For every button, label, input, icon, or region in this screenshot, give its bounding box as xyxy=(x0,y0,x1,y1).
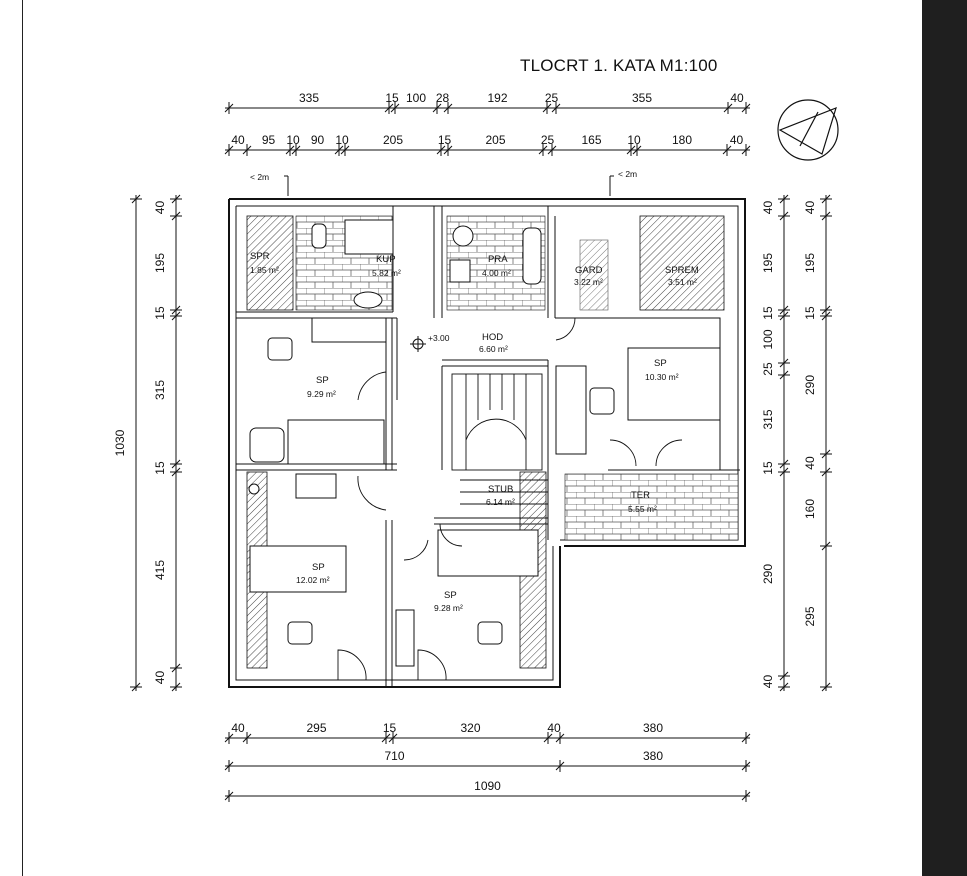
furniture xyxy=(267,337,615,645)
north-arrow-icon xyxy=(777,99,839,161)
dimension-label: 355 xyxy=(632,91,652,105)
fixtures xyxy=(248,219,721,667)
room-area: 12.02 m² xyxy=(296,575,330,585)
dimension-label: 15 xyxy=(385,91,399,105)
dimension-label: 100 xyxy=(406,91,426,105)
room-area: 3.51 m² xyxy=(668,277,697,287)
dimension-label: 40 xyxy=(761,201,775,215)
room-name: SP xyxy=(316,375,329,386)
dimension-label: 40 xyxy=(231,721,245,735)
room-area: 5.55 m² xyxy=(628,504,657,514)
dimension-label: 15 xyxy=(761,306,775,320)
dimension-label: 1090 xyxy=(474,779,501,793)
room-name: GARD xyxy=(575,265,603,276)
room-labels: SPR 1.85 m² KUP 5.82 m² PRA 4.00 m² GARD… xyxy=(250,251,699,613)
room-name: HOD xyxy=(482,332,503,343)
dimension-label: 100 xyxy=(761,329,775,349)
dimension-label: 192 xyxy=(487,91,507,105)
page-border xyxy=(22,0,23,876)
dimension-label: 40 xyxy=(761,675,775,689)
dimension-label: 165 xyxy=(581,133,601,147)
room-name: TER xyxy=(631,490,650,501)
dimension-label: 25 xyxy=(761,362,775,376)
dimension-label: 40 xyxy=(547,721,561,735)
dimension-label: 415 xyxy=(153,560,167,580)
dimension-label: 25 xyxy=(545,91,559,105)
dimension-label: 15 xyxy=(153,461,167,475)
dimension-label: 10 xyxy=(335,133,349,147)
room-name: STUB xyxy=(488,484,513,495)
dimension-label: 28 xyxy=(436,91,450,105)
dimension-label: 710 xyxy=(384,749,404,763)
room-area: 4.00 m² xyxy=(482,268,511,278)
doors xyxy=(337,317,683,681)
room-area: 6.14 m² xyxy=(486,497,515,507)
dimension-label: 90 xyxy=(311,133,325,147)
dimension-label: 335 xyxy=(299,91,319,105)
room-name: SPREM xyxy=(665,265,699,276)
dimension-label: 25 xyxy=(541,133,555,147)
dimension-label: 40 xyxy=(730,133,744,147)
dimension-label: 40 xyxy=(730,91,744,105)
dimension-label: 195 xyxy=(153,253,167,273)
room-area: 1.85 m² xyxy=(250,265,279,275)
plan-title: TLOCRT 1. KATA M1:100 xyxy=(520,56,718,75)
section-label-right: < 2m xyxy=(618,169,637,179)
room-name: SP xyxy=(444,590,457,601)
dimension-label: 10 xyxy=(627,133,641,147)
dimension-label: 205 xyxy=(383,133,403,147)
dimension-label: 15 xyxy=(383,721,397,735)
dimension-label: 205 xyxy=(485,133,505,147)
dimension-label: 315 xyxy=(761,409,775,429)
dimension-label: 195 xyxy=(803,253,817,273)
level-marker: +3.00 xyxy=(410,333,450,352)
dimension-label: 15 xyxy=(803,306,817,320)
level-marker-text: +3.00 xyxy=(428,333,450,343)
room-area: 5.82 m² xyxy=(372,268,401,278)
dimension-label: 40 xyxy=(231,133,245,147)
dark-margin xyxy=(922,0,967,876)
dimension-label: 180 xyxy=(672,133,692,147)
room-name: SPR xyxy=(250,251,270,262)
dimension-label: 95 xyxy=(262,133,276,147)
room-name: PRA xyxy=(488,254,508,265)
room-area: 3.22 m² xyxy=(574,277,603,287)
dimension-label: 15 xyxy=(761,461,775,475)
dimension-label: 15 xyxy=(153,306,167,320)
room-name: SP xyxy=(312,562,325,573)
dimension-label: 40 xyxy=(153,671,167,685)
sloped-ceiling-hatch xyxy=(246,215,725,669)
dimension-label: 290 xyxy=(803,375,817,395)
dimension-label: 380 xyxy=(643,749,663,763)
dimension-label: 1030 xyxy=(113,429,127,456)
dimension-label: 160 xyxy=(803,499,817,519)
room-area: 9.28 m² xyxy=(434,603,463,613)
dimension-label: 40 xyxy=(803,201,817,215)
dimension-label: 40 xyxy=(153,201,167,215)
dimension-label: 195 xyxy=(761,253,775,273)
dimension-label: 320 xyxy=(460,721,480,735)
room-name: KUP xyxy=(376,254,396,265)
dimension-label: 295 xyxy=(306,721,326,735)
dimension-label: 290 xyxy=(761,564,775,584)
dimension-label: 10 xyxy=(286,133,300,147)
section-label-left: < 2m xyxy=(250,172,269,182)
room-area: 6.60 m² xyxy=(479,344,508,354)
section-markers: < 2m < 2m xyxy=(250,169,637,196)
staircase xyxy=(451,373,548,505)
room-area: 9.29 m² xyxy=(307,389,336,399)
room-name: SP xyxy=(654,358,667,369)
dimension-label: 295 xyxy=(803,606,817,626)
room-area: 10.30 m² xyxy=(645,372,679,382)
dimension-label: 380 xyxy=(643,721,663,735)
dimension-label: 40 xyxy=(803,456,817,470)
dimension-label: 315 xyxy=(153,380,167,400)
dimension-label: 15 xyxy=(438,133,452,147)
